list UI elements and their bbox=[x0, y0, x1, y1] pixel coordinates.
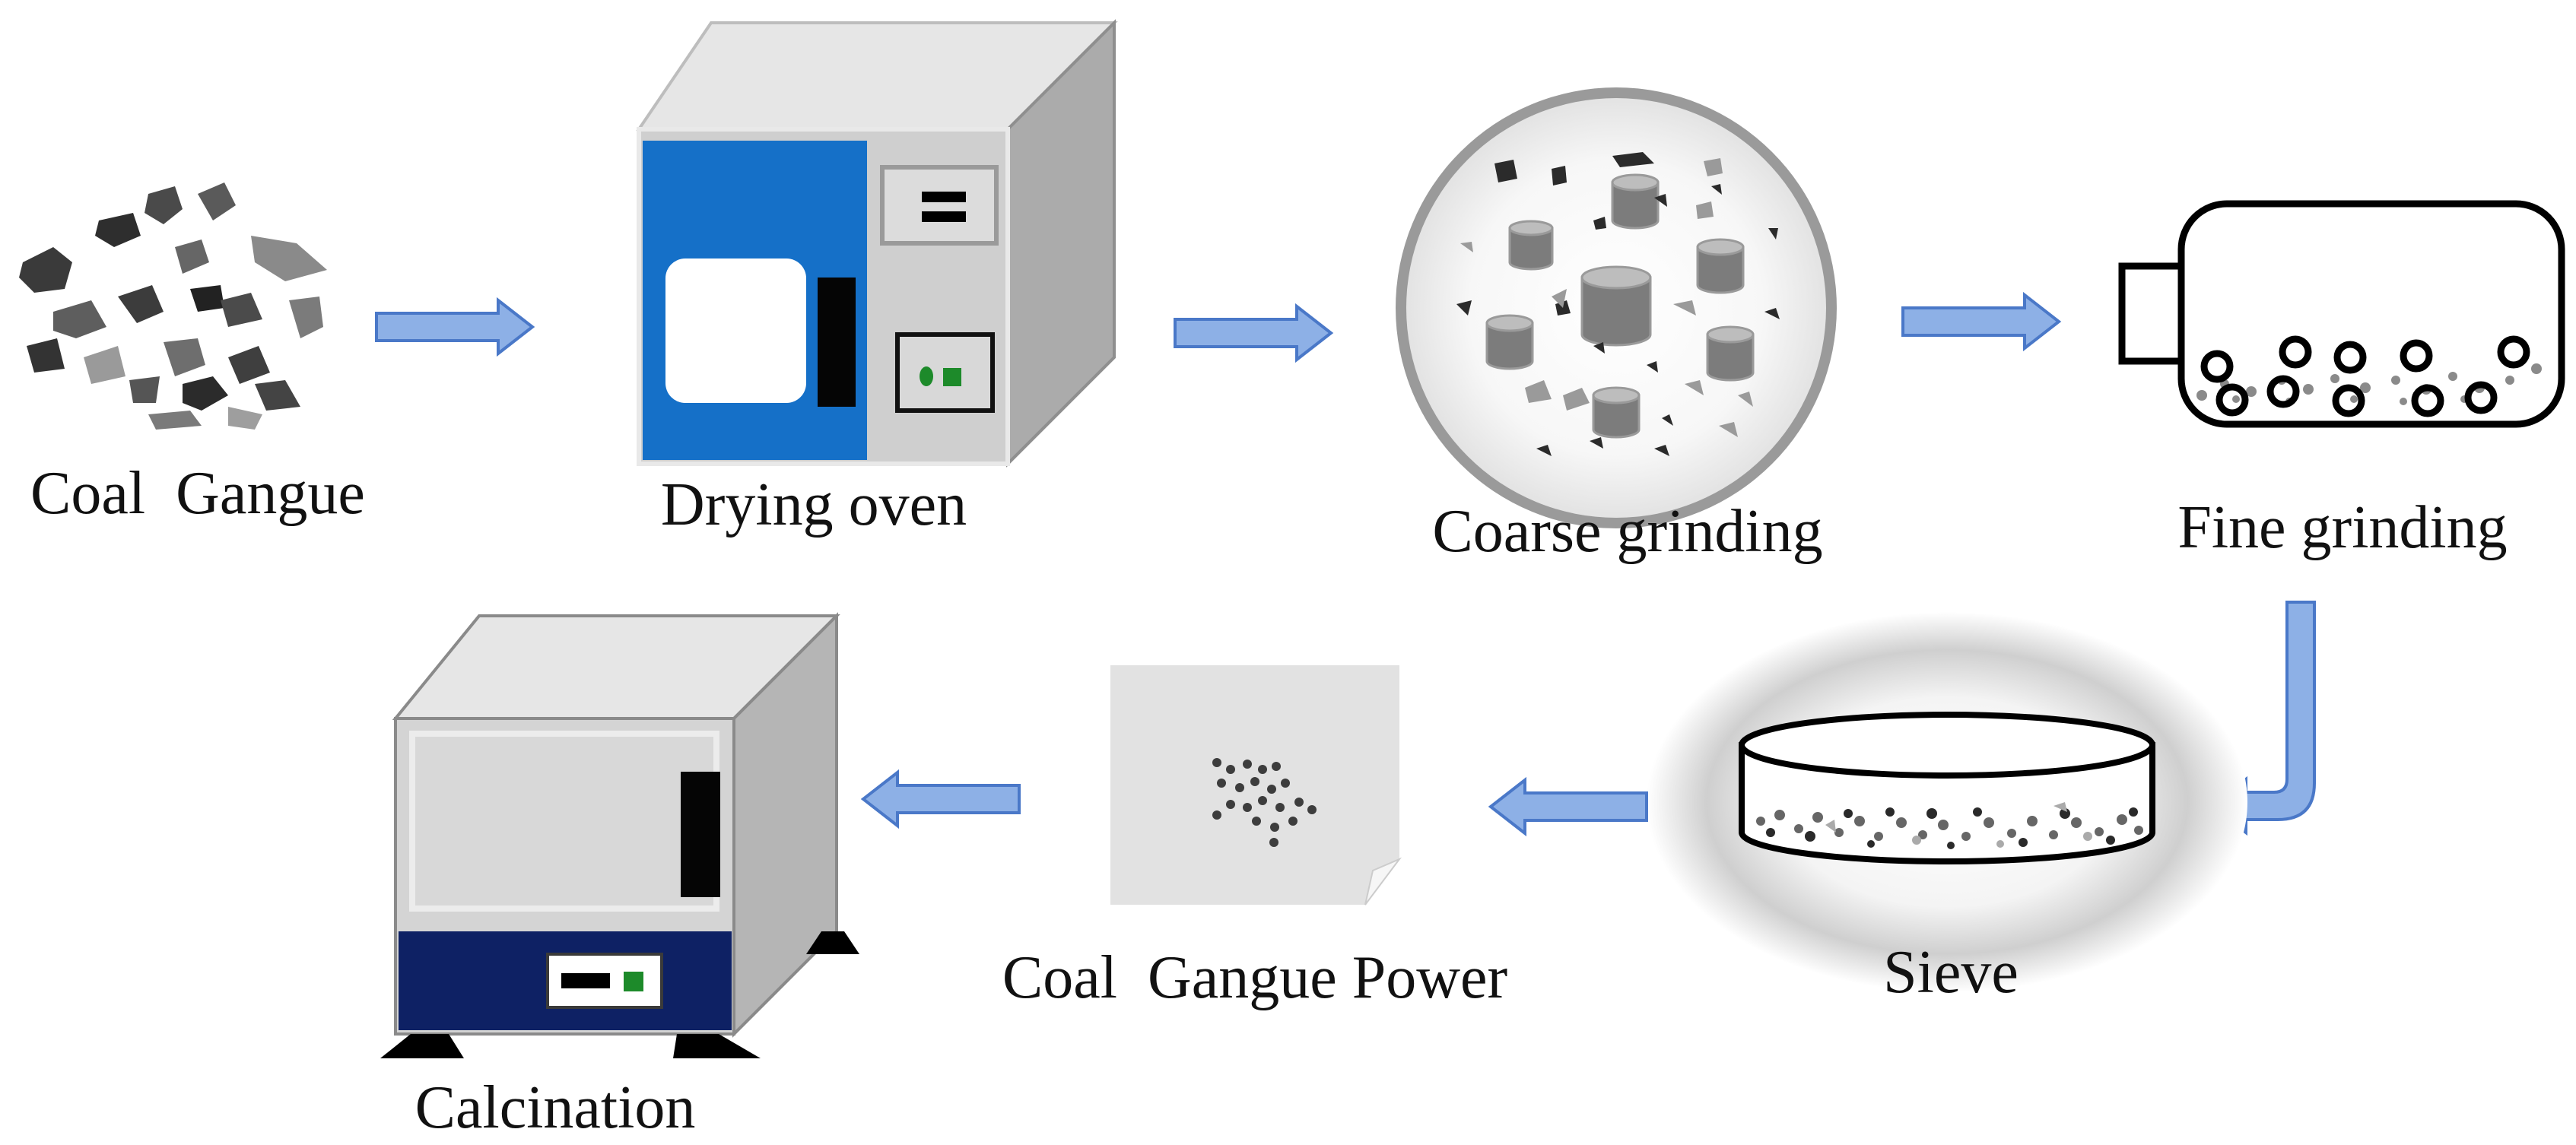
coarse-grinding-icon bbox=[1396, 87, 1837, 528]
oven-window bbox=[665, 258, 806, 403]
flow-arrow-6 bbox=[860, 769, 1021, 829]
furnace-display bbox=[561, 973, 610, 988]
label-sieve: Sieve bbox=[1883, 939, 2019, 1006]
flow-arrow-1 bbox=[375, 297, 535, 357]
furnace-handle bbox=[681, 772, 720, 897]
drying-oven-icon bbox=[636, 19, 1118, 468]
coal-gangue-power-icon bbox=[1110, 665, 1402, 906]
fine-grinding-icon bbox=[2118, 200, 2565, 428]
flow-arrow-5 bbox=[1488, 776, 1648, 837]
flow-arrow-3 bbox=[1901, 291, 2062, 352]
label-fine-grinding: Fine grinding bbox=[2177, 494, 2507, 561]
coal-gangue-rocks bbox=[19, 182, 327, 430]
label-coal-gangue-power: Coal Gangue Power bbox=[1002, 944, 1507, 1011]
flow-arrow-2 bbox=[1174, 303, 1334, 363]
label-coal-gangue: Coal Gangue bbox=[30, 460, 365, 527]
furnace-indicator-led bbox=[624, 972, 643, 991]
oven-handle bbox=[818, 278, 856, 407]
label-drying-oven: Drying oven bbox=[661, 471, 967, 538]
oven-display bbox=[922, 192, 966, 202]
flow-arrow-4 bbox=[2209, 601, 2316, 836]
calcination-furnace-icon bbox=[380, 612, 859, 1058]
label-coarse-grinding: Coarse grinding bbox=[1432, 498, 1822, 565]
sieve-icon bbox=[1647, 612, 2247, 992]
oven-indicator-led bbox=[920, 366, 933, 386]
label-calcination: Calcination bbox=[415, 1074, 696, 1141]
